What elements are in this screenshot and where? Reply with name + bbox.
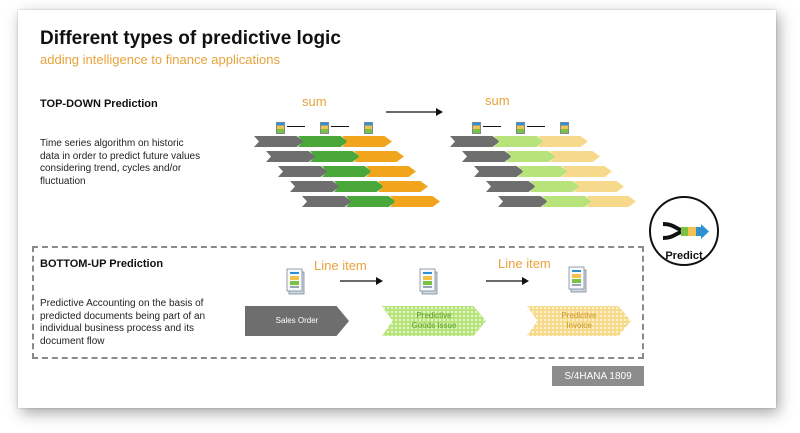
step-predictive-invoice: Predictive Invoice	[527, 306, 631, 336]
mini-process-step	[518, 166, 568, 177]
mini-process-step	[278, 166, 328, 177]
step-label: Predictive	[416, 311, 452, 320]
top-down-heading: TOP-DOWN Prediction	[40, 98, 158, 110]
document-icon	[419, 268, 438, 295]
mini-process-step	[530, 181, 580, 192]
mini-process-step	[342, 136, 392, 147]
mini-arrow	[483, 126, 501, 127]
sum-label-right: sum	[485, 93, 510, 108]
mini-process-step	[378, 181, 428, 192]
top-down-desc-line: considering trend, cycles and/or	[40, 163, 182, 174]
mini-process-step	[366, 166, 416, 177]
line-item-label-2: Line item	[498, 256, 551, 271]
mini-process-step	[450, 136, 500, 147]
mini-document-icon	[364, 122, 373, 134]
version-badge: S/4HANA 1809	[552, 366, 644, 386]
historic-flow-cluster	[254, 122, 440, 218]
step-predictive-goods-issue: Predictive Goods Issue	[382, 306, 486, 336]
mini-process-step	[298, 136, 348, 147]
mini-process-step	[322, 166, 372, 177]
mini-process-step	[586, 196, 636, 207]
mini-process-step	[334, 181, 384, 192]
top-down-desc-line: data in order to predict future values	[40, 150, 201, 162]
predict-icon	[662, 222, 709, 240]
mini-process-step	[550, 151, 600, 162]
mini-document-icon	[472, 122, 481, 134]
predict-circle	[649, 196, 719, 266]
bottom-up-desc-line: Predictive Accounting on the basis of	[40, 298, 204, 309]
mini-arrow	[527, 126, 545, 127]
flow-arrow	[340, 277, 383, 285]
mini-process-step	[310, 151, 360, 162]
slide: Different types of predictive logic addi…	[18, 10, 776, 408]
mini-process-step	[574, 181, 624, 192]
bottom-up-desc-line: document flow	[40, 335, 105, 347]
top-down-desc-line: fluctuation	[40, 175, 86, 187]
mini-document-icon	[516, 122, 525, 134]
mini-process-step	[494, 136, 544, 147]
bottom-up-box	[32, 246, 644, 359]
mini-process-step	[562, 166, 612, 177]
flow-arrow	[486, 277, 529, 285]
mini-process-step	[346, 196, 396, 207]
mini-process-step	[266, 151, 316, 162]
mini-process-step	[290, 181, 340, 192]
predict-label: Predict	[665, 250, 703, 262]
bottom-up-heading: BOTTOM-UP Prediction	[40, 258, 164, 270]
bottom-up-description: Predictive Accounting on the basis of pr…	[40, 298, 205, 348]
slide-subtitle: adding intelligence to finance applicati…	[40, 52, 280, 67]
step-sales-order: Sales Order	[245, 306, 349, 336]
mini-process-step	[486, 181, 536, 192]
step-label: Predictive	[561, 311, 597, 320]
slide-title: Different types of predictive logic	[40, 28, 341, 49]
mini-arrow	[287, 126, 305, 127]
mini-document-icon	[560, 122, 569, 134]
mini-process-step	[538, 136, 588, 147]
step-label: Invoice	[566, 321, 592, 330]
mini-process-step	[474, 166, 524, 177]
mini-process-step	[390, 196, 440, 207]
bottom-up-desc-line: individual business process and its	[40, 323, 194, 334]
mini-document-icon	[320, 122, 329, 134]
mini-process-step	[542, 196, 592, 207]
step-label: Sales Order	[275, 316, 319, 325]
line-item-label-1: Line item	[314, 258, 367, 273]
mini-document-icon	[276, 122, 285, 134]
document-icon	[286, 268, 305, 295]
mini-process-step	[498, 196, 548, 207]
mini-process-step	[354, 151, 404, 162]
document-icon	[568, 266, 587, 293]
bottom-up-desc-line: predicted documents being part of an	[40, 310, 206, 322]
mini-process-step	[254, 136, 304, 147]
top-down-description: Time series algorithm on historic data i…	[40, 138, 200, 188]
mini-process-step	[506, 151, 556, 162]
mini-process-step	[302, 196, 352, 207]
step-label: Goods Issue	[411, 321, 457, 330]
top-down-desc-line: Time series algorithm on historic	[40, 138, 184, 149]
mini-arrow	[331, 126, 349, 127]
sum-label-left: sum	[302, 94, 327, 109]
mini-process-step	[462, 151, 512, 162]
top-down-arrow	[386, 108, 443, 116]
predicted-flow-cluster	[450, 122, 636, 218]
